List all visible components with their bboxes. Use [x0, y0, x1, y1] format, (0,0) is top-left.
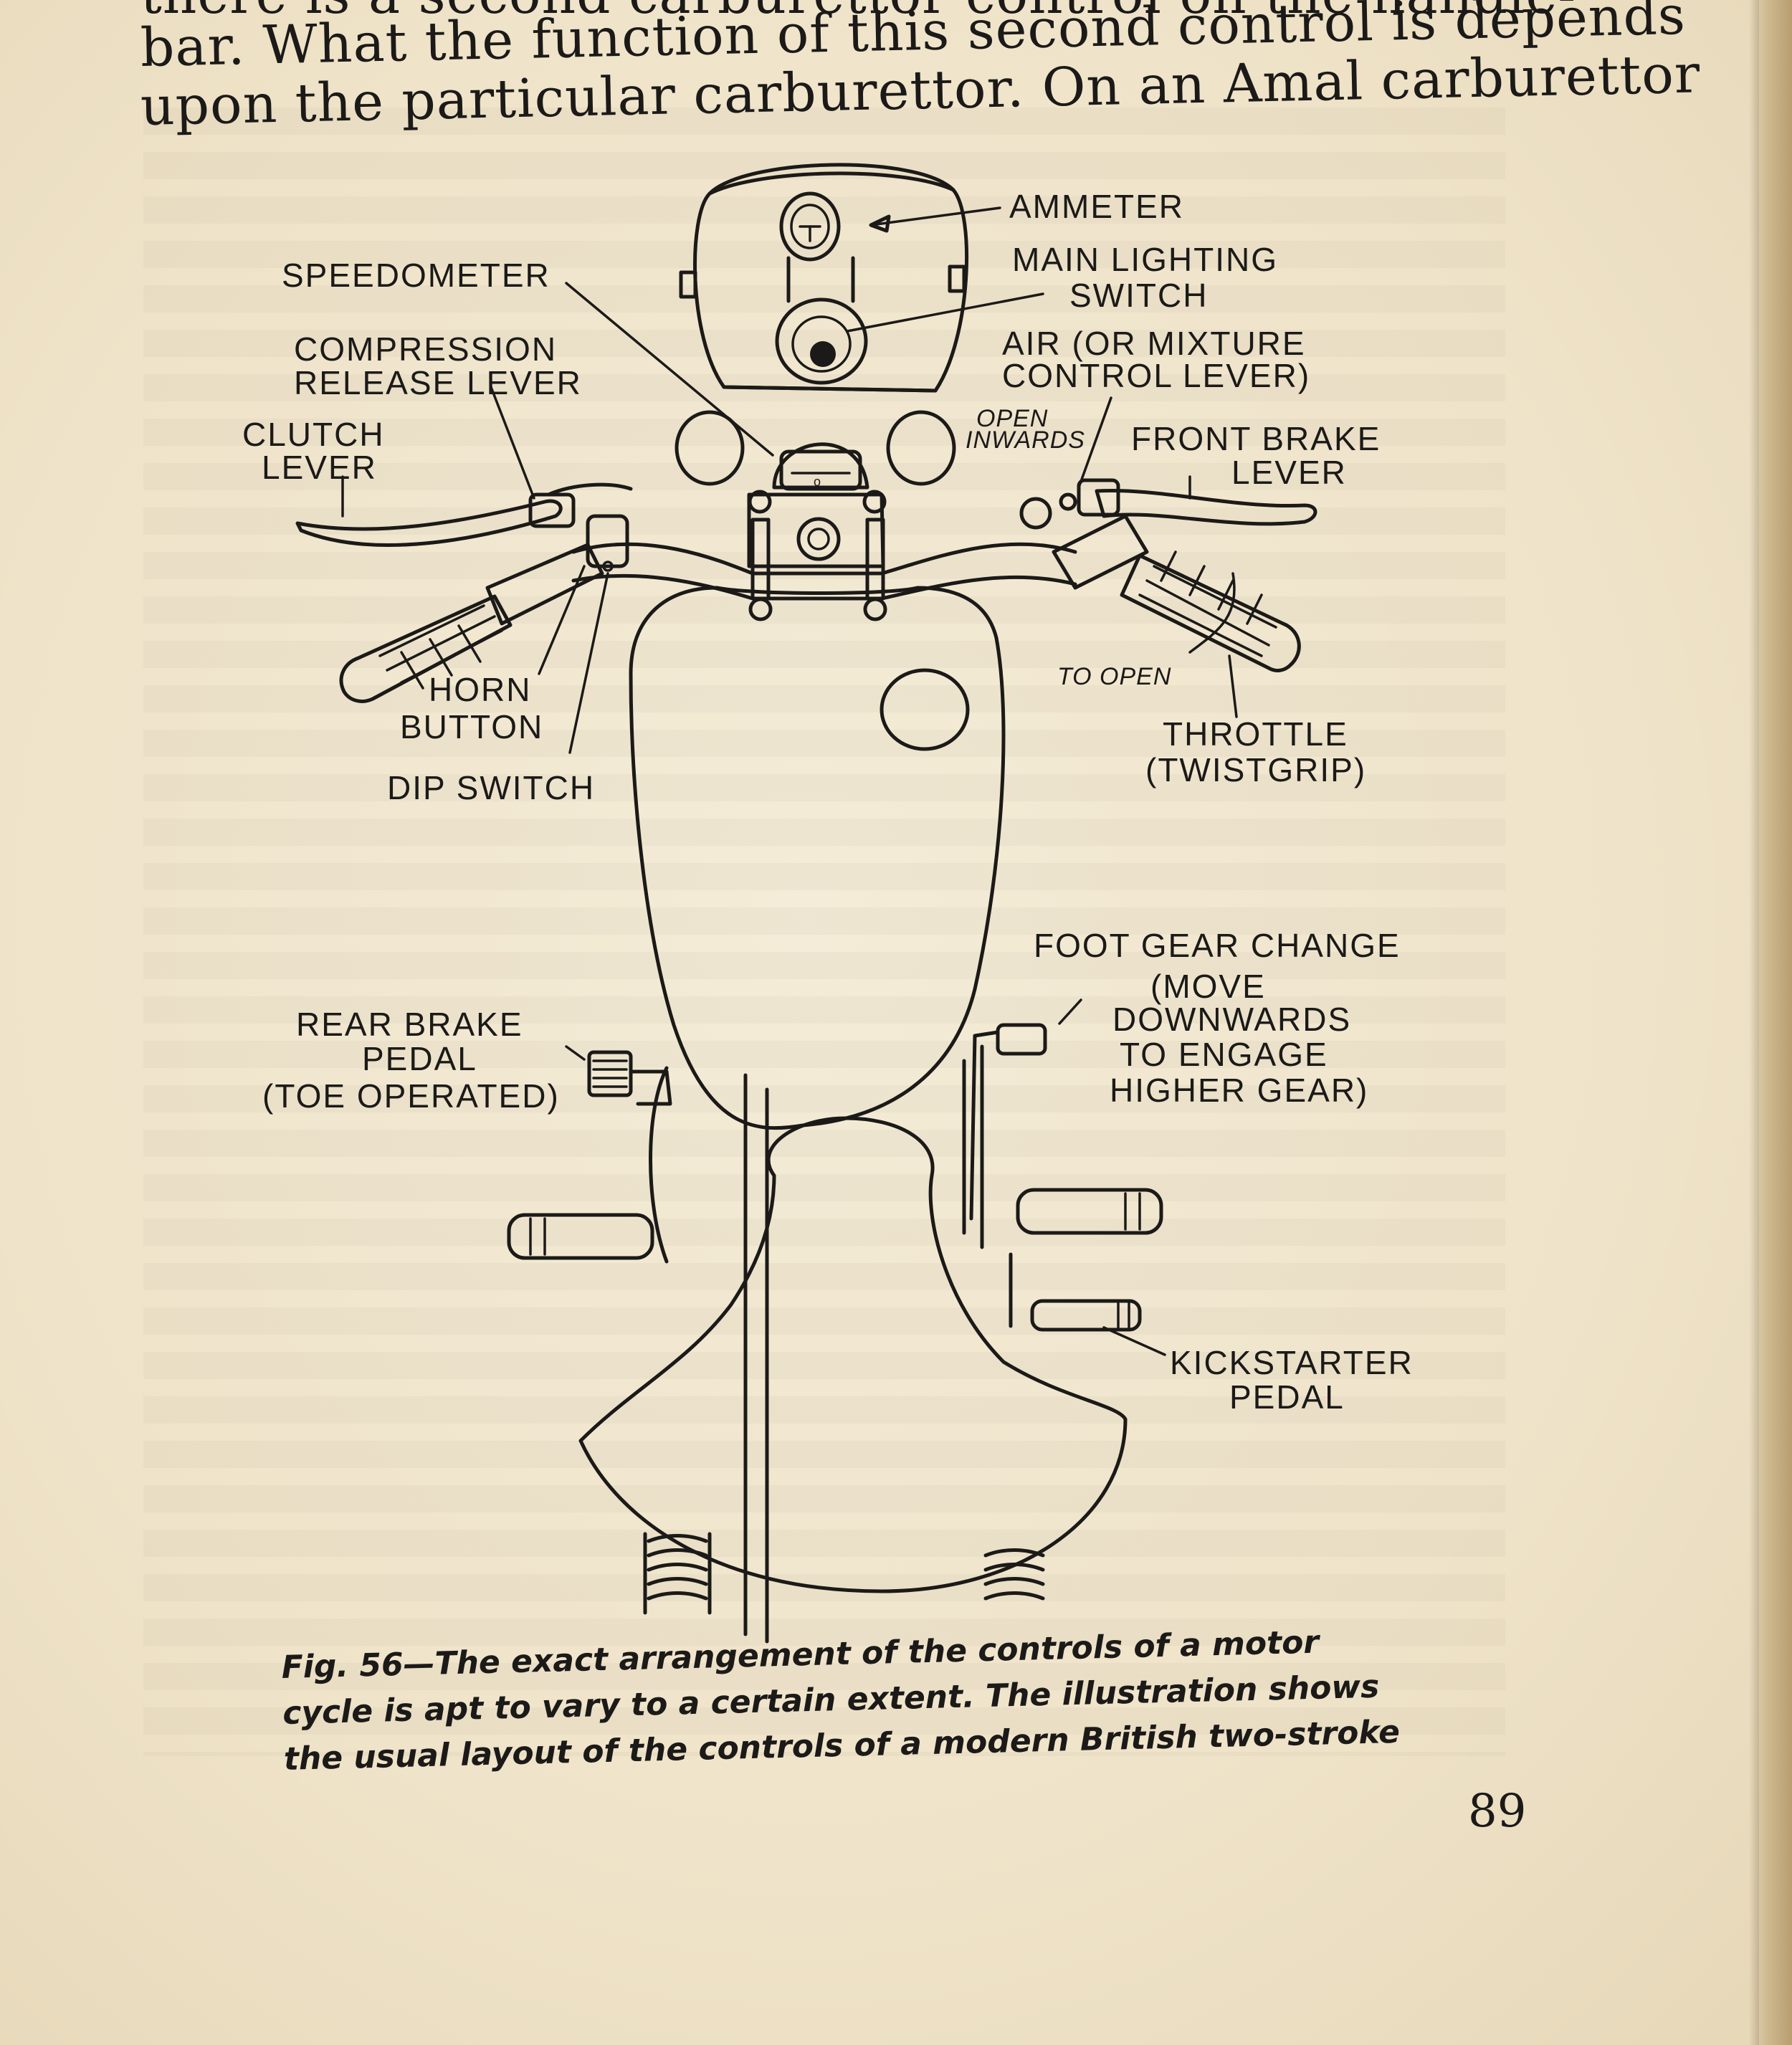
label-horn-button: BUTTON [400, 708, 543, 745]
label-kickstarter: KICKSTARTER [1170, 1344, 1414, 1381]
throttle-leader [1228, 654, 1238, 718]
handlebar [571, 542, 1077, 601]
label-clutch: LEVER [262, 449, 377, 486]
label-rear-brake: PEDAL [362, 1040, 477, 1077]
label-speedometer: SPEEDOMETER [282, 257, 551, 294]
rear-brake-pedal [587, 1050, 672, 1106]
label-main-lighting: SWITCH [1069, 277, 1208, 314]
twist-arrow [1188, 572, 1236, 654]
saddle-springs [643, 1532, 1045, 1615]
ammeter-leader [869, 206, 1001, 227]
label-ammeter: AMMETER [1009, 188, 1184, 225]
label-rear-brake: (TOE OPERATED) [262, 1077, 560, 1115]
horn-leader [538, 565, 586, 675]
label-main-lighting: MAIN LIGHTING [1012, 241, 1278, 278]
foot-gear-change [969, 1023, 1047, 1221]
left-grip [339, 543, 604, 703]
foot-gear-leader [1058, 998, 1082, 1025]
svg-text:o: o [814, 475, 821, 489]
label-dip-switch: DIP SWITCH [387, 769, 595, 806]
speedometer-leader [565, 282, 774, 457]
label-open-inwards: OPEN [976, 405, 1048, 432]
label-to-open: TO OPEN [1057, 663, 1171, 690]
label-throttle: THROTTLE [1163, 715, 1348, 753]
label-foot-gear-change: DOWNWARDS [1112, 1001, 1351, 1038]
air-control-lever [1019, 492, 1077, 530]
rear-brake-leader [565, 1045, 586, 1061]
leader-lines [341, 206, 1238, 1356]
label-foot-gear-change: (MOVE [1150, 968, 1266, 1005]
label-foot-gear-change: FOOT GEAR CHANGE [1034, 927, 1401, 964]
lighting-switch-leader [846, 292, 1044, 333]
page-gutter-shadow [1749, 0, 1759, 2045]
side-lamps [675, 410, 956, 486]
right-grip [1052, 514, 1301, 672]
dip-switch-leader [568, 572, 609, 754]
label-compression-release: RELEASE LEVER [294, 364, 582, 401]
label-foot-gear-change: TO ENGAGE [1120, 1036, 1328, 1073]
figure-caption: Fig. 56—The exact arrangement of the con… [281, 1617, 1431, 1783]
front-brake-lever [1077, 478, 1317, 526]
label-front-brake: LEVER [1231, 454, 1347, 491]
ammeter-gauge [779, 191, 841, 262]
frame [649, 1044, 984, 1644]
kickstarter-pedal [1009, 1252, 1142, 1332]
footrests [507, 1188, 1163, 1260]
kickstarter-leader [1102, 1326, 1166, 1356]
label-air-control: CONTROL LEVER) [1002, 357, 1310, 394]
page-edge [1759, 0, 1792, 2045]
main-lighting-switch [775, 297, 868, 385]
page-number: 89 [1468, 1785, 1527, 1838]
headlamp-nacelle [679, 163, 969, 393]
label-kickstarter: PEDAL [1229, 1378, 1345, 1416]
label-compression-release: COMPRESSION [294, 330, 557, 368]
label-open-inwards: INWARDS [966, 426, 1085, 454]
compression-leader [490, 386, 535, 500]
clutch-lever [295, 492, 576, 547]
label-air-control: AIR (OR MIXTURE [1002, 325, 1306, 362]
compression-release-lever [546, 482, 633, 497]
fuel-tank [629, 586, 1006, 1130]
label-horn-button: HORN [429, 671, 531, 708]
label-throttle: (TWISTGRIP) [1145, 751, 1366, 788]
label-rear-brake: REAR BRAKE [296, 1006, 523, 1043]
label-clutch: CLUTCH [242, 416, 385, 453]
saddle [578, 1116, 1128, 1593]
speedometer-gauge: o [772, 442, 869, 491]
horn-dip-switch-housing [586, 514, 629, 572]
label-foot-gear-change: HIGHER GEAR) [1110, 1072, 1368, 1109]
air-control-leader [1077, 396, 1112, 489]
body-text-line: there is a second carburettor control on… [140, 0, 1576, 22]
label-front-brake: FRONT BRAKE [1131, 420, 1381, 457]
